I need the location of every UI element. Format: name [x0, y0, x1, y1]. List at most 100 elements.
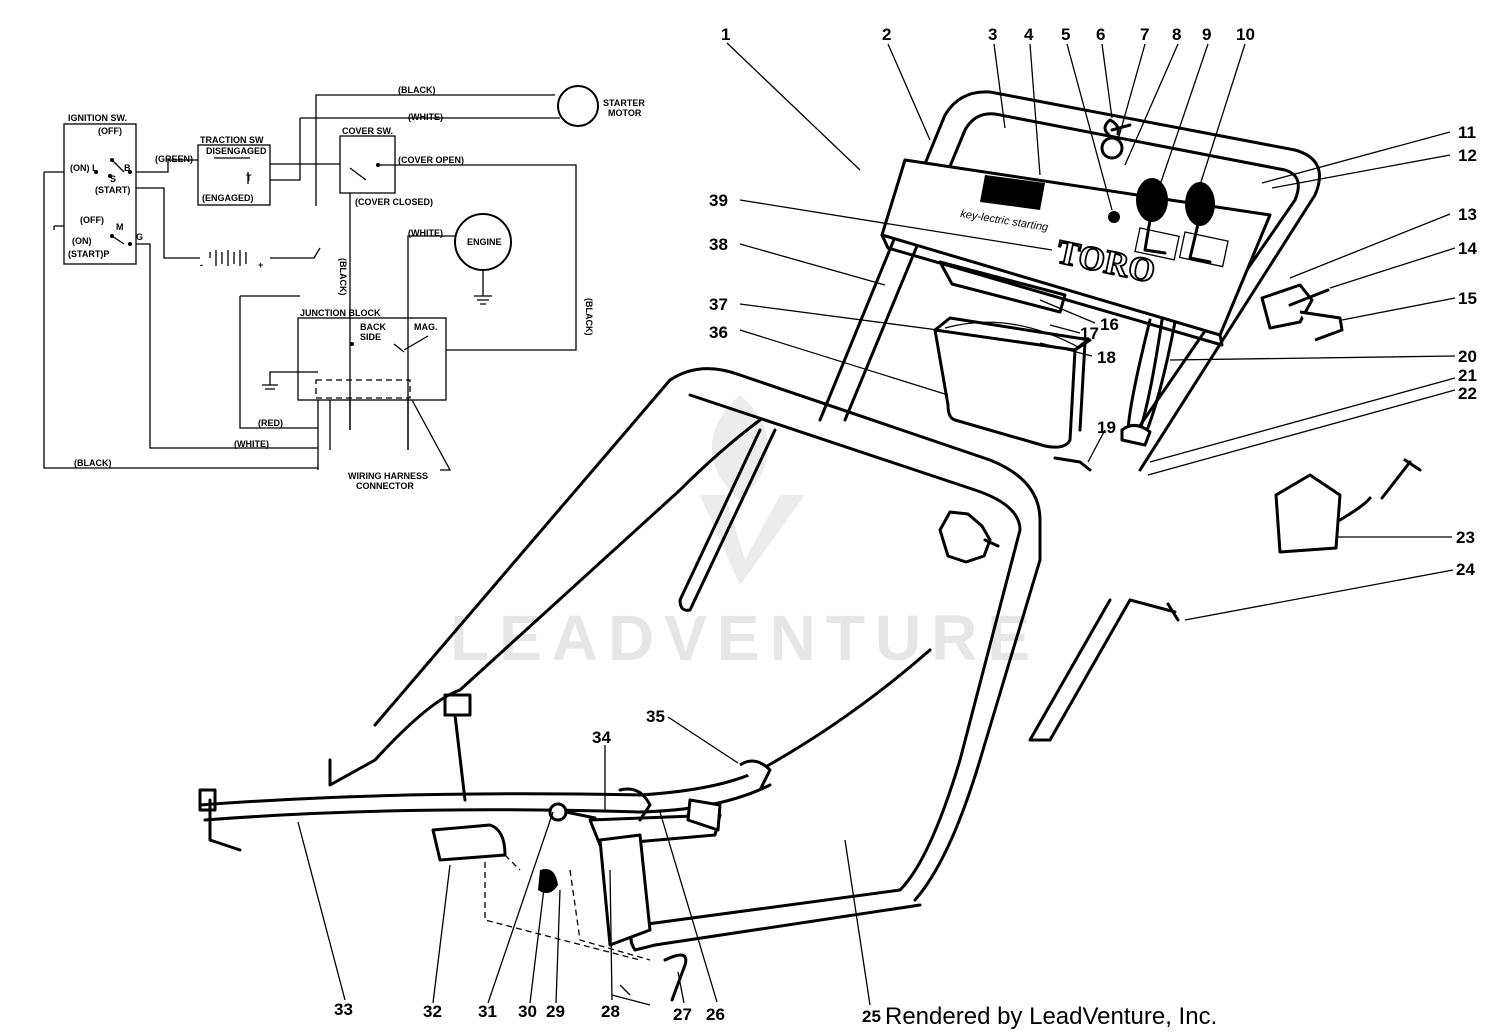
callout-4: 4 [1024, 25, 1034, 44]
cover-closed-label: (COVER CLOSED) [355, 197, 433, 207]
red-wire-label: (RED) [258, 418, 283, 428]
traction-switch-box [197, 144, 271, 206]
battery-charger [1274, 473, 1342, 554]
callout-23: 23 [1456, 528, 1475, 547]
callout-27: 27 [673, 1005, 692, 1024]
callout-16: 16 [1100, 315, 1119, 334]
callout-7: 7 [1140, 25, 1149, 44]
wiring-schematic: IGNITION SW. (OFF) (ON) L B S (START) (O… [43, 85, 645, 491]
callout-11: 11 [1458, 123, 1476, 142]
callout-24: 24 [1456, 560, 1475, 579]
footer-credit: Rendered by LeadVenture, Inc. [885, 1003, 1217, 1030]
callout-17: 17 [1080, 324, 1099, 343]
ignition-start-p-label: (START)P [68, 249, 109, 259]
ignition-switch-label: IGNITION SW. [68, 113, 127, 123]
callout-13: 13 [1458, 205, 1477, 224]
engine-label: ENGINE [467, 237, 502, 247]
white-wire-label-top: (WHITE) [408, 112, 443, 122]
callout-9: 9 [1202, 25, 1211, 44]
harness-label-line2: CONNECTOR [356, 481, 414, 491]
callout-3: 3 [988, 25, 997, 44]
ignition-on2-label: (ON) [72, 236, 92, 246]
handle-brace-left [678, 428, 777, 612]
control-knob-right [1185, 182, 1215, 226]
key-switch [1100, 136, 1124, 160]
battery-plus-label: + [258, 260, 263, 270]
ignition-off2-label: (OFF) [80, 215, 104, 225]
watermark-v-icon [700, 495, 805, 585]
callout-6: 6 [1096, 25, 1105, 44]
junction-back-label: BACK [360, 322, 386, 332]
upper-handle-outer [818, 90, 1321, 472]
watermark: LEADVENTURE [450, 395, 1040, 674]
black-wire-label-vertical: (BLACK) [338, 258, 348, 296]
callout-2: 2 [882, 25, 891, 44]
callout-leaders [297, 42, 1456, 1006]
ignition-s-label: S [110, 174, 116, 184]
callout-29: 29 [546, 1002, 565, 1021]
battery-symbol: - + [200, 250, 263, 270]
callout-36: 36 [709, 323, 728, 342]
ignition-switch-box [63, 123, 137, 265]
ignition-b-label: B [124, 163, 131, 173]
callout-19: 19 [1097, 418, 1116, 437]
lever-knob-nut [538, 869, 558, 894]
panel-decal-block [980, 175, 1045, 210]
watermark-text: LEADVENTURE [450, 602, 1040, 674]
harness-connector-outline [315, 379, 411, 399]
callout-20: 20 [1458, 347, 1477, 366]
callout-33: 33 [334, 1000, 353, 1019]
control-cable [198, 648, 932, 807]
white-wire-label-bottom: (WHITE) [234, 439, 269, 449]
callout-28: 28 [601, 1002, 620, 1021]
callout-37: 37 [709, 295, 728, 314]
lever-bolt [663, 953, 688, 1002]
spring [618, 787, 652, 822]
upper-handle-inner [843, 112, 1300, 442]
callout-26: 26 [706, 1005, 725, 1024]
handle-knob [938, 510, 992, 564]
callout-30: 30 [518, 1002, 537, 1021]
lever-cover [431, 823, 507, 862]
callout-8: 8 [1172, 25, 1181, 44]
traction-switch-label: TRACTION SW [200, 135, 264, 145]
lower-handle-right-front [688, 393, 1022, 892]
traction-t-label: T [246, 173, 252, 183]
battery-box [933, 328, 1077, 449]
junction-mag-label: MAG. [414, 322, 438, 332]
black-wire-label-right: (BLACK) [584, 298, 594, 336]
harness-label-line1: WIRING HARNESS [348, 471, 428, 481]
lever-plate [598, 833, 652, 947]
control-knob-left [1136, 178, 1168, 222]
junction-side-label: SIDE [360, 332, 381, 342]
traction-disengaged-label: DISENGAGED [206, 146, 267, 156]
battery-minus-label: - [200, 260, 203, 270]
callout-1: 1 [721, 25, 730, 44]
callout-38: 38 [709, 235, 728, 254]
traction-engaged-label: (ENGAGED) [202, 193, 254, 203]
callout-21: 21 [1458, 366, 1477, 385]
ignition-off-label: (OFF) [98, 126, 122, 136]
junction-block-label: JUNCTION BLOCK [300, 308, 381, 318]
white-wire-label-engine: (WHITE) [408, 228, 443, 238]
starter-motor-symbol [557, 85, 599, 127]
callout-numbers: 1 2 3 4 5 6 7 8 9 10 11 12 13 14 15 16 1… [334, 25, 1477, 1026]
green-wire-label: (GREEN) [155, 154, 193, 164]
handle-assembly-drawing: key-lectric starting TORO [198, 90, 1422, 1006]
callout-25: 25 [862, 1007, 881, 1026]
callout-31: 31 [478, 1002, 497, 1021]
ignition-m-label: M [116, 222, 124, 232]
cover-switch-label: COVER SW. [342, 126, 393, 136]
callout-12: 12 [1458, 146, 1477, 165]
interlock-switch [1260, 283, 1314, 330]
lower-handle-left [328, 418, 762, 787]
starter-label: STARTER [603, 98, 645, 108]
callout-18: 18 [1097, 348, 1116, 367]
motor-label: MOTOR [608, 108, 642, 118]
callout-35: 35 [646, 707, 665, 726]
black-wire-label-top: (BLACK) [398, 85, 436, 95]
callout-39: 39 [709, 191, 728, 210]
callout-10: 10 [1236, 25, 1255, 44]
ignition-on-l-label: (ON) L [70, 163, 98, 173]
switch-cover [1299, 310, 1344, 342]
